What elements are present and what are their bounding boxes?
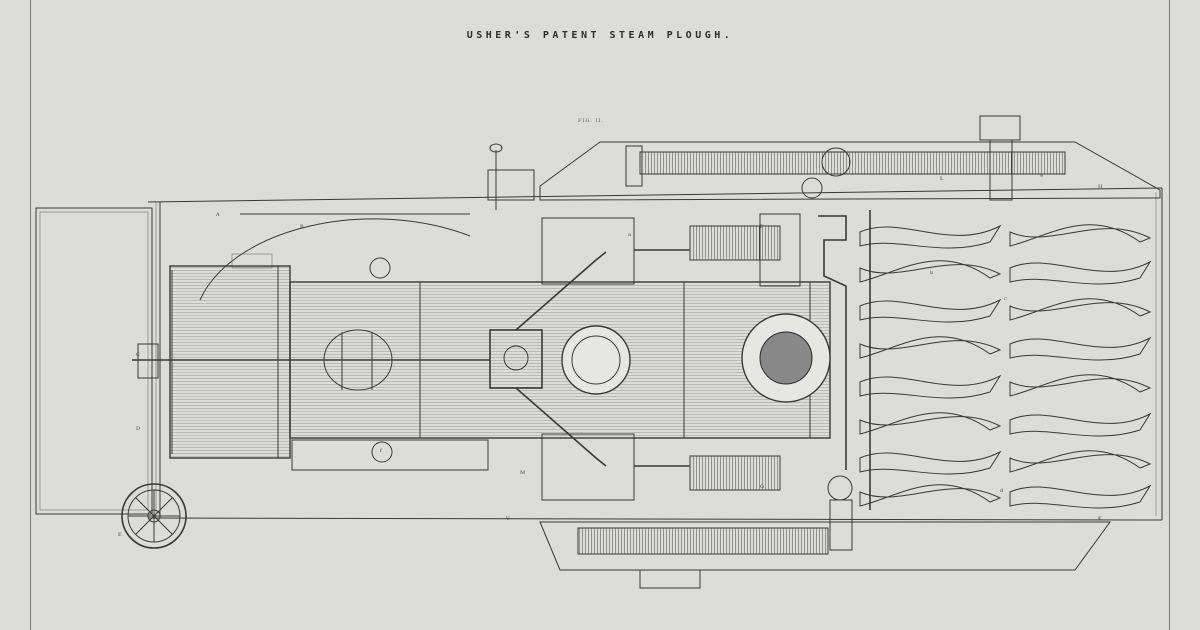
part-letter: K (1098, 516, 1102, 522)
part-letter: H (1098, 184, 1103, 190)
tine-blade (859, 298, 1002, 323)
piston-rod (132, 343, 490, 379)
part-letter: C (136, 352, 140, 358)
tine-blade (1009, 224, 1152, 247)
steering-wheel (121, 483, 187, 549)
part-letter: c (1004, 296, 1007, 302)
tine-blade (1009, 374, 1152, 397)
tine-blade (859, 224, 1002, 249)
boiler (169, 265, 831, 459)
tine-blade (859, 336, 1002, 359)
tine-blade (859, 450, 1002, 475)
tine-blade (1009, 336, 1152, 361)
plate-border (30, 0, 1170, 630)
cylinders (515, 213, 853, 501)
tine-blade (859, 484, 1002, 507)
part-letter: E (118, 532, 122, 538)
part-letter: M (520, 470, 525, 476)
tine-blade (1009, 484, 1152, 509)
part-letter: g (1040, 172, 1044, 178)
top-gear-assembly (539, 115, 1161, 201)
part-letter: B (300, 224, 304, 230)
part-letters: A B C D E F G H K L M Va b c d f g (118, 172, 1103, 538)
tine-blade (1009, 450, 1152, 473)
handwheel (487, 143, 535, 210)
part-letter: a (628, 232, 631, 238)
tine-blade (859, 412, 1002, 435)
tine-blade (1009, 412, 1152, 437)
part-letter: A (215, 212, 220, 218)
part-letter: b (930, 270, 933, 276)
part-letter: d (1000, 488, 1004, 494)
part-letter: D (136, 426, 140, 432)
part-letter: f (380, 448, 383, 454)
tine-blade (859, 260, 1002, 283)
part-letter: G (760, 484, 764, 490)
bottom-gear-assembly (539, 499, 1111, 589)
tine-blade (1009, 260, 1152, 285)
figure-label: FIG. II. (578, 118, 604, 124)
tine-blade (859, 374, 1002, 399)
tine-blade (1009, 298, 1152, 321)
part-letter: F (760, 224, 764, 230)
rotary-tines (859, 210, 1152, 510)
part-letter: L (940, 176, 944, 182)
part-letter: V (505, 516, 510, 522)
plate-title: USHER'S PATENT STEAM PLOUGH. (466, 30, 734, 41)
